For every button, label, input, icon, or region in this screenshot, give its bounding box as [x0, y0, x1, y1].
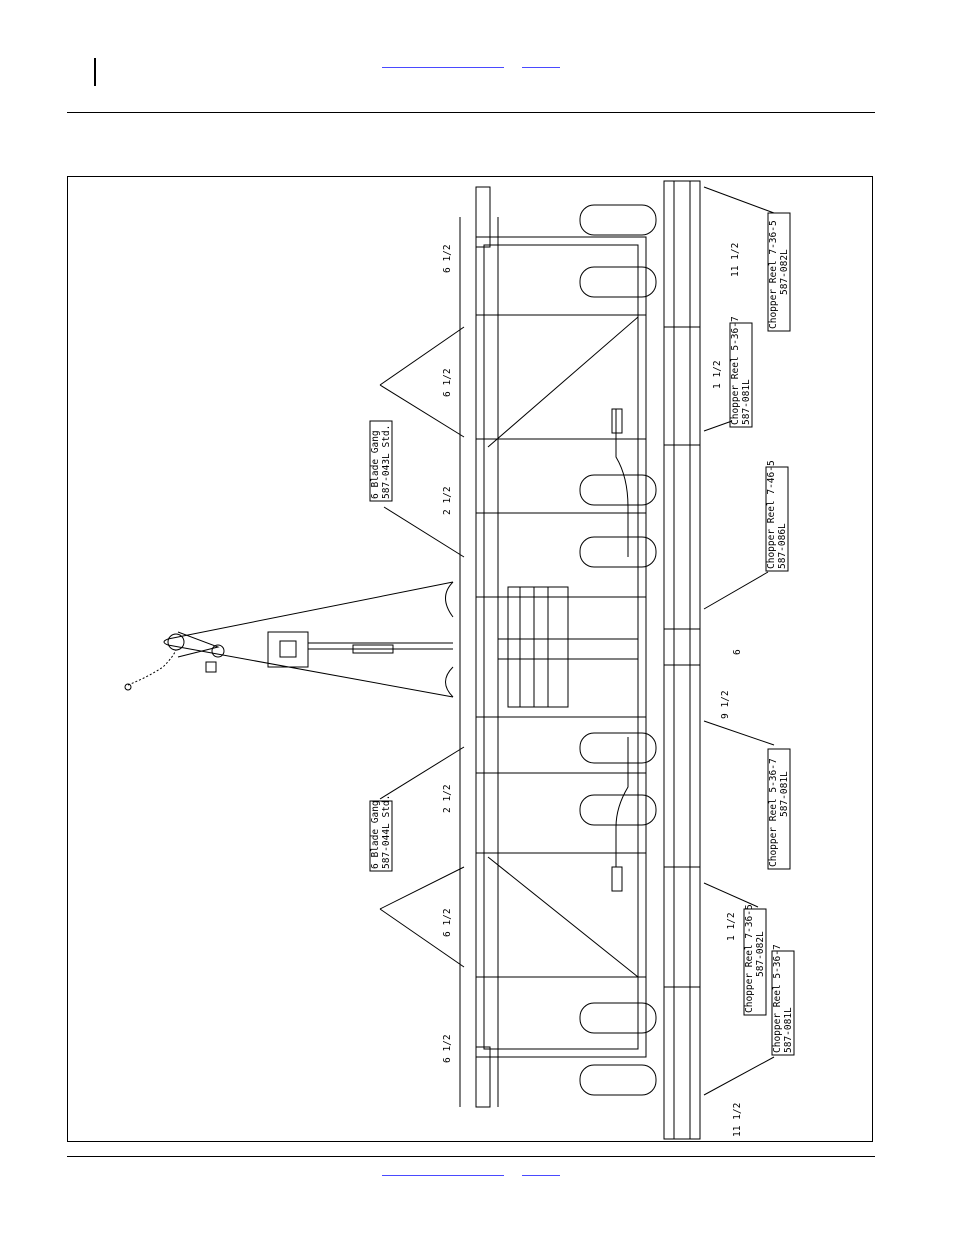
callout-gang-top-line2: 587-043L Std. [381, 425, 392, 499]
header-rule [67, 112, 875, 113]
figure-frame: 6 Blade Gang 587-043L Std. 6 Blade Gang … [67, 176, 873, 1142]
dim-left-1: 6 1/2 [442, 244, 453, 273]
header-margin-bar [94, 58, 96, 86]
main-frame [476, 237, 646, 1057]
footer-link-1[interactable] [382, 1175, 504, 1176]
callout-reel-1-line1: Chopper Reel 7-36-5 [768, 220, 779, 329]
dim-right-3: 6 [732, 649, 743, 655]
callout-reel-5-line1: Chopper Reel 7-36-5 [744, 904, 755, 1013]
callout-reel-2-line2: 587-081L [741, 379, 752, 425]
callout-reel-4-line2: 587-081L [779, 771, 790, 817]
dim-right-4: 9 1/2 [720, 690, 731, 719]
hitch-tongue [125, 582, 453, 697]
disc-gangs [460, 187, 498, 1107]
callout-gang-bottom-line1: 6 Blade Gang [370, 800, 381, 869]
hydraulic-cylinders [612, 409, 628, 891]
callout-reel-3-line2: 587-086L [777, 523, 788, 569]
parts-drawing: 6 Blade Gang 587-043L Std. 6 Blade Gang … [68, 177, 874, 1143]
chopper-reels [664, 181, 700, 1139]
dim-left-6: 6 1/2 [442, 1034, 453, 1063]
header-link-2[interactable] [522, 67, 560, 68]
callout-reel-3-line1: Chopper Reel 7-46-5 [766, 460, 777, 569]
dim-left-2: 6 1/2 [442, 368, 453, 397]
dim-right-6: 11 1/2 [732, 1103, 743, 1137]
callout-leaders [380, 187, 774, 1095]
callout-reel-2-line1: Chopper Reel 5-36-7 [730, 316, 741, 425]
footer-rule [67, 1156, 875, 1157]
dim-left-3: 2 1/2 [442, 486, 453, 515]
dim-right-1: 11 1/2 [730, 243, 741, 277]
callout-reel-6-line1: Chopper Reel 5-36-7 [772, 944, 783, 1053]
dim-right-5: 1 1/2 [726, 912, 737, 941]
dim-left-5: 6 1/2 [442, 908, 453, 937]
callout-reel-6-line2: 587-081L [783, 1007, 794, 1053]
dim-right-2: 1 1/2 [712, 360, 723, 389]
footer-link-2[interactable] [522, 1175, 560, 1176]
callout-reel-5-line2: 587-082L [755, 931, 766, 977]
header-link-1[interactable] [382, 67, 504, 68]
callout-reel-4-line1: Chopper Reel 5-36-7 [768, 758, 779, 867]
callout-reel-1-line2: 587-082L [779, 249, 790, 295]
dim-left-4: 2 1/2 [442, 784, 453, 813]
callout-gang-bottom-line2: 587-044L Std. [381, 795, 392, 869]
callout-gang-top-line1: 6 Blade Gang [370, 430, 381, 499]
